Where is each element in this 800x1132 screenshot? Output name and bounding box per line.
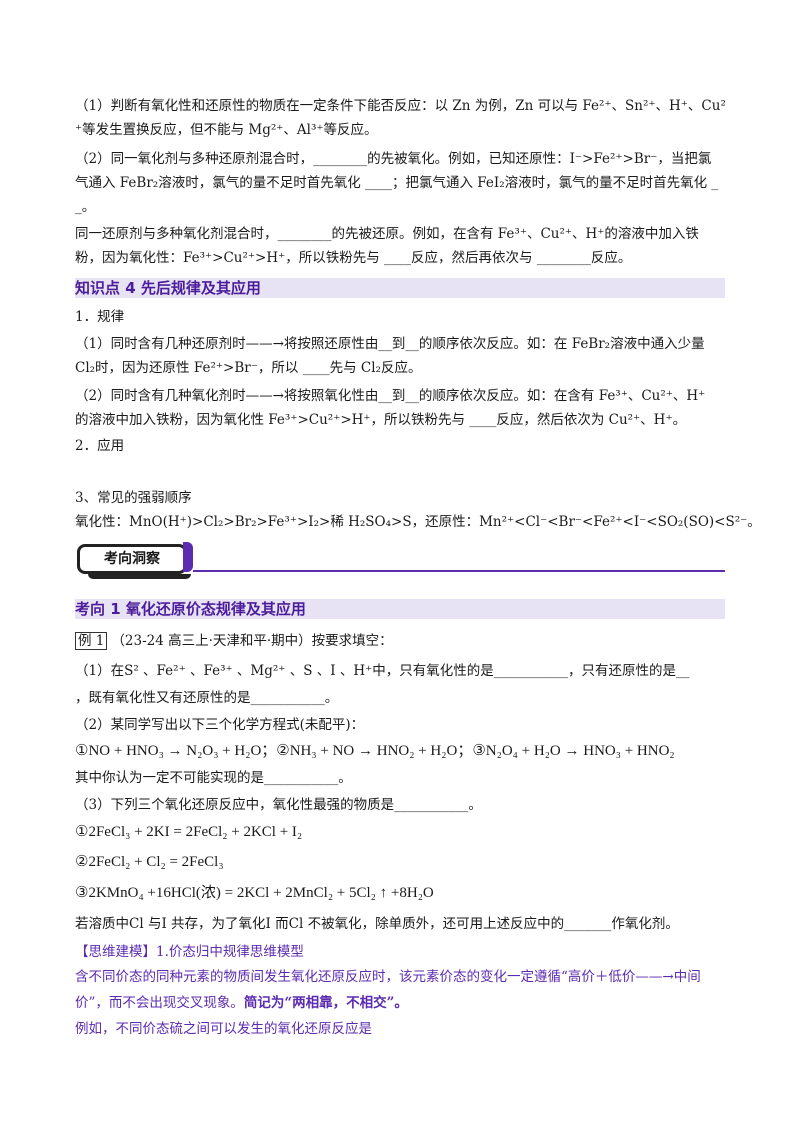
para-2-line-1: （2）同一氧化剂与多种还原剂混合时，________的先被氧化。例如，已知还原性… <box>75 151 712 167</box>
question-1-line-2: ，既有氧化性又有还原性的是___________。 <box>75 690 339 706</box>
para-3-line-2: 粉，因为氧化性：Fe³⁺>Cu²⁺>H⁺，所以铁粉先与 ____反应，然后再依次… <box>75 250 632 266</box>
para-2-line-3: _。 <box>75 199 96 215</box>
equation-3: ③2KMnO₄ +16HCl(浓) = 2KCl + 2MnCl₂ + 5Cl₂… <box>75 885 434 901</box>
rule-1-line-1: （1）同时含有几种还原剂时——→将按照还原性由__到__的顺序依次反应。如：在 … <box>75 336 705 352</box>
strength-order-heading: 3、常见的强弱顺序 <box>75 490 192 506</box>
example-1-label: 例 1 <box>75 632 108 650</box>
model-text-line-1: 含不同价态的同种元素的物质间发生氧化还原反应时，该元素价态的变化一定遵循“高价＋… <box>75 969 701 985</box>
model-mnemonic: 简记为“两相靠，不相交”。 <box>243 995 408 1011</box>
question-3-ask: 若溶质中Cl 与I 共存，为了氧化I 而Cl 不被氧化，除单质外，还可用上述反应… <box>75 916 679 932</box>
rule-heading: 1．规律 <box>75 309 125 325</box>
insight-banner: 考向洞察 <box>75 539 725 579</box>
direction-1-heading: 考向 1 氧化还原价态规律及其应用 <box>75 599 725 619</box>
knowledge-point-4-heading: 知识点 4 先后规律及其应用 <box>75 278 725 298</box>
question-2-intro: （2）某同学写出以下三个化学方程式(未配平)： <box>75 717 365 733</box>
banner-divider <box>193 570 725 572</box>
rule-1-line-2: Cl₂时，因为还原性 Fe²⁺>Br⁻，所以 ____先与 Cl₂反应。 <box>75 360 422 376</box>
model-text-line-2: 价”，而不会出现交叉现象。简记为“两相靠，不相交”。 <box>75 994 725 1012</box>
question-3-intro: （3）下列三个氧化还原反应中，氧化性最强的物质是___________。 <box>75 797 482 813</box>
thinking-model-title: 1.价态归中规律思维模型 <box>156 944 304 960</box>
equation-1: ①2FeCl₃ + 2KI = 2FeCl₂ + 2KCl + I₂ <box>75 824 303 840</box>
thinking-model-heading: 【思维建模】1.价态归中规律思维模型 <box>75 943 725 961</box>
example-1-source-text: （23-24 高三上·天津和平·期中）按要求填空： <box>111 633 393 649</box>
application-heading: 2．应用 <box>75 438 125 454</box>
banner-accent <box>183 542 193 572</box>
para-3-line-1: 同一还原剂与多种氧化剂混合时，________的先被还原。例如，在含有 Fe³⁺… <box>75 226 699 242</box>
rule-2-line-2: 的溶液中加入铁粉，因为氧化性 Fe³⁺>Cu²⁺>H⁺，所以铁粉先与 ____反… <box>75 412 687 428</box>
question-2-ask: 其中你认为一定不可能实现的是___________。 <box>75 770 352 786</box>
example-1-source: 例 1（23-24 高三上·天津和平·期中）按要求填空： <box>75 632 725 650</box>
para-1-line-2: ⁺等发生置换反应，但不能与 Mg²⁺、Al³⁺等反应。 <box>75 122 378 138</box>
para-2-line-2: 气通入 FeBr₂溶液时，氯气的量不足时首先氧化 ____；把氯气通入 FeI₂… <box>75 175 719 191</box>
equation-2: ②2FeCl₂ + Cl₂ = 2FeCl₃ <box>75 854 224 870</box>
thinking-model-tag: 【思维建模】 <box>75 944 156 960</box>
para-1-line-1: （1）判断有氧化性和还原性的物质在一定条件下能否反应：以 Zn 为例，Zn 可以… <box>75 98 726 114</box>
question-2-equations: ①NO + HNO₃ → N₂O₃ + H₂O；②NH₃ + NO → HNO₂… <box>75 743 675 759</box>
model-text-line-3: 例如，不同价态硫之间可以发生的氧化还原反应是 <box>75 1021 372 1037</box>
question-1-line-1: （1）在S² 、Fe²⁺ 、Fe³⁺ 、Mg²⁺ 、S 、I 、H⁺中，只有氧化… <box>75 663 690 679</box>
insight-banner-label: 考向洞察 <box>77 544 191 579</box>
rule-2-line-1: （2）同时含有几种氧化剂时——→将按照氧化性由__到__的顺序依次反应。如：在含… <box>75 388 706 404</box>
model-text-line-2a: 价”，而不会出现交叉现象。 <box>75 995 244 1011</box>
strength-order-text: 氧化性：MnO(H⁺)>Cl₂>Br₂>Fe³⁺>I₂>稀 H₂SO₄>S，还原… <box>75 514 761 530</box>
